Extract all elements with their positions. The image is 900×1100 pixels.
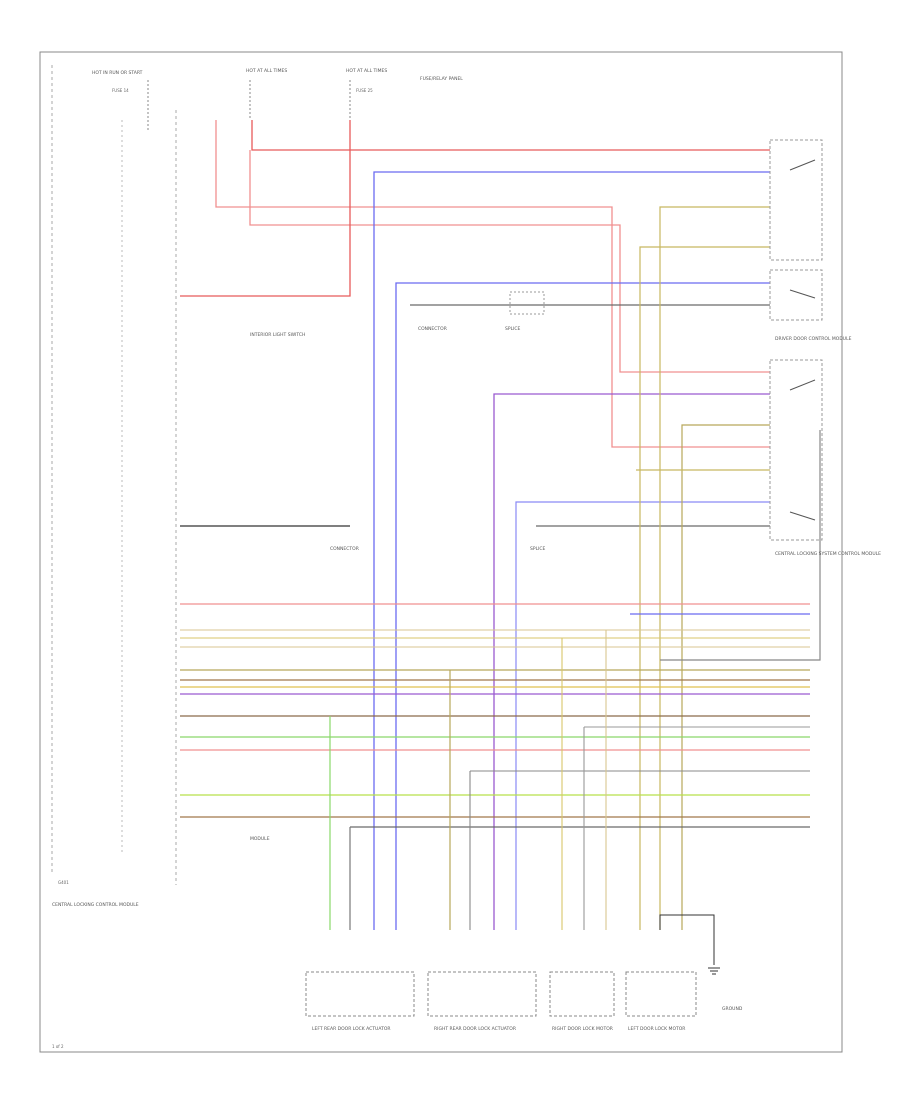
label-central-lock: CENTRAL LOCKING SYSTEM CONTROL MODULE	[775, 551, 881, 557]
label-hot-all-times-1: HOT AT ALL TIMES	[246, 68, 287, 74]
splice-box	[509, 291, 545, 315]
switch-contact-1	[789, 159, 816, 171]
label-left-rear-act: LEFT REAR DOOR LOCK ACTUATOR	[312, 1026, 391, 1032]
wire-blue-2	[395, 282, 770, 930]
diagram-frame	[39, 51, 843, 1053]
component-right-rear-actuator	[427, 971, 537, 1017]
wire-blue-1	[373, 171, 770, 930]
switch-contact-3	[789, 379, 816, 391]
wire-black-ground	[659, 914, 715, 965]
ground-symbol-icon	[708, 967, 720, 975]
wire-red-1	[251, 120, 770, 151]
label-hot-all-times-2: HOT AT ALL TIMES	[346, 68, 387, 74]
wire-olive-1	[659, 206, 770, 930]
label-right-rear-act: RIGHT REAR DOOR LOCK ACTUATOR	[434, 1026, 516, 1032]
switch-box-lower	[769, 359, 823, 541]
wire-red-3	[249, 150, 770, 373]
component-left-door	[625, 971, 697, 1017]
switch-box-upper	[769, 139, 823, 261]
wire-red-4	[180, 120, 351, 297]
label-left-door: LEFT DOOR LOCK MOTOR	[628, 1026, 685, 1032]
label-ground-bottom: GROUND	[722, 1006, 743, 1012]
label-fuse-block: FUSE/RELAY PANEL	[420, 76, 463, 82]
label-connector-b: CONNECTOR	[330, 546, 359, 552]
switch-contact-2	[789, 289, 816, 299]
label-fuse-note: FUSE 14	[112, 88, 129, 93]
label-connector-a: CONNECTOR	[418, 326, 447, 332]
label-right-door: RIGHT DOOR LOCK MOTOR	[552, 1026, 613, 1032]
label-page-num: 1 of 2	[52, 1044, 64, 1049]
label-driver-door: DRIVER DOOR CONTROL MODULE	[775, 336, 852, 342]
wire-purple-1	[493, 393, 770, 930]
wire-red-2	[215, 120, 770, 448]
wire-olive-3	[681, 424, 770, 930]
label-interior-light: INTERIOR LIGHT SWITCH	[250, 332, 305, 338]
label-ground-1: G401	[58, 880, 69, 885]
label-fuse-note2: FUSE 25	[356, 88, 373, 93]
component-right-door	[549, 971, 615, 1017]
wire-gray-3	[660, 430, 821, 661]
label-module: MODULE	[250, 836, 270, 842]
component-left-rear-actuator	[305, 971, 415, 1017]
label-left-lower: CENTRAL LOCKING CONTROL MODULE	[52, 902, 139, 908]
switch-contact-4	[789, 511, 816, 521]
wire-lightblue-1	[515, 501, 770, 930]
label-hot-run-start: HOT IN RUN OR START	[92, 70, 143, 76]
switch-box-mid	[769, 269, 823, 321]
wire-olive-2	[639, 246, 770, 930]
label-splice-l: SPLICE	[505, 326, 521, 332]
label-splice-r: SPLICE	[530, 546, 546, 552]
